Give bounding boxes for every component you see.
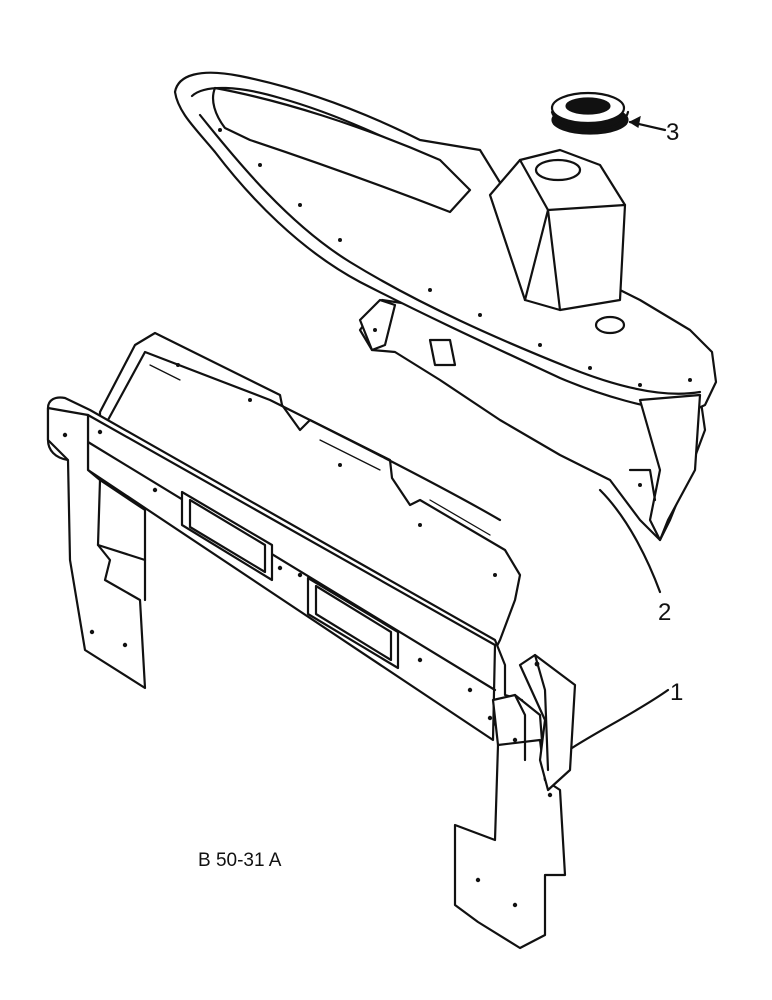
- callout-label-3: 3: [666, 119, 679, 146]
- leader-line-1: [570, 688, 670, 750]
- callout-label-1: 1: [670, 679, 683, 706]
- leader-line-2: [598, 488, 662, 594]
- figure-reference-code: B 50-31 A: [198, 850, 282, 871]
- part-3-grommet: [550, 91, 630, 135]
- callout-leaders: [570, 115, 670, 750]
- callout-label-2: 2: [658, 599, 671, 626]
- part-2-upper-housing: [173, 71, 718, 542]
- part-1-lower-frame: [46, 331, 577, 950]
- leader-arrow-3: [628, 115, 641, 128]
